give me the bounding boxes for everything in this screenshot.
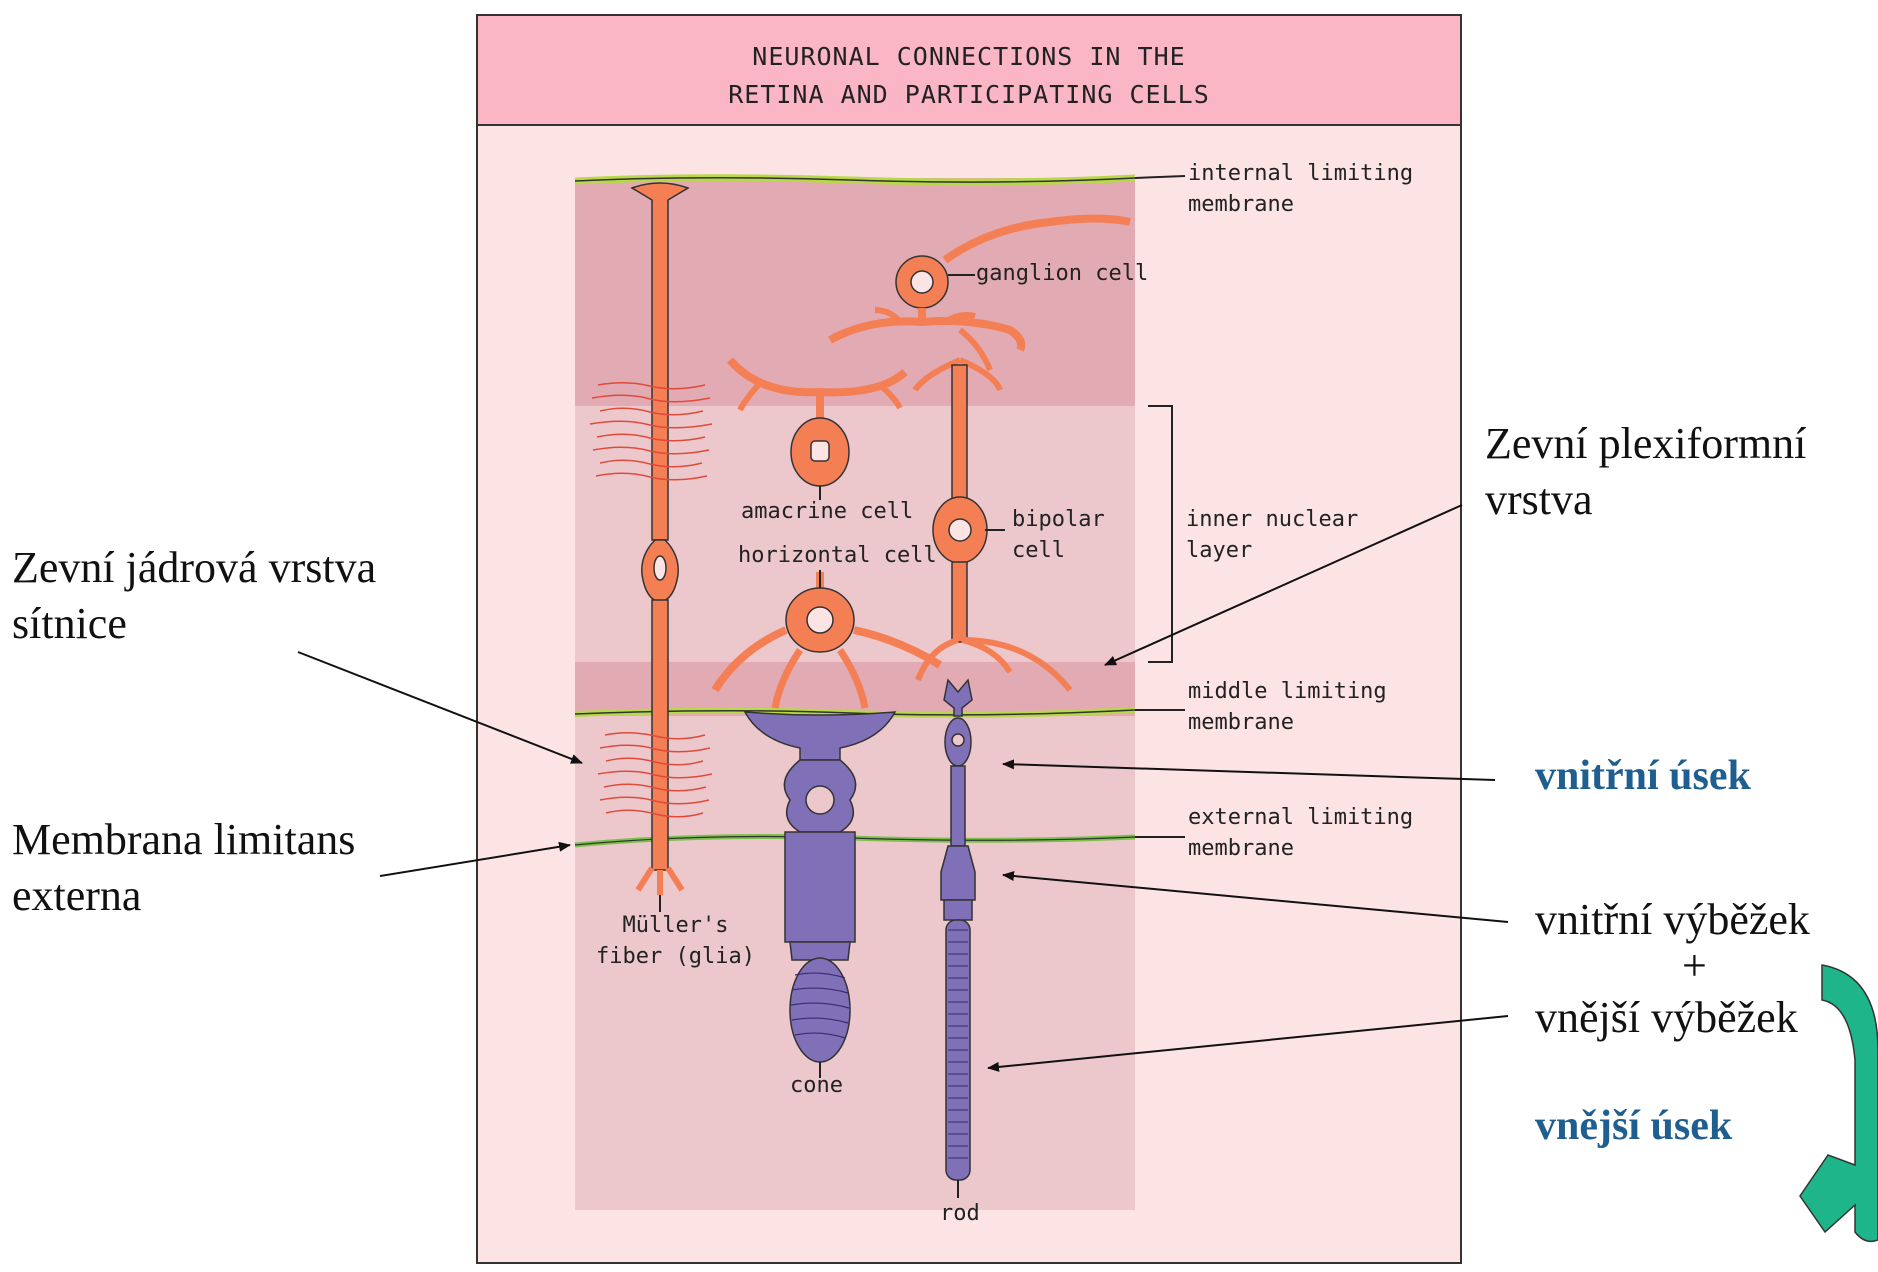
label-line: internal limiting	[1188, 161, 1414, 186]
label-line: cell	[1012, 538, 1065, 563]
label-line: middle limiting	[1188, 679, 1387, 704]
diagram-header: NEURONAL CONNECTIONS IN THE RETINA AND P…	[478, 16, 1460, 126]
annotation-line: Zevní plexiformní	[1485, 419, 1807, 468]
title-line-2: RETINA AND PARTICIPATING CELLS	[728, 80, 1210, 109]
muller-fibrils-lower	[597, 732, 713, 818]
annotation-inner-segment: vnitřní úsek	[1535, 753, 1751, 799]
arrow-inner-segment	[1002, 759, 1496, 781]
annotation-outer-process: vnější výběžek	[1535, 993, 1798, 1042]
arrow-outer-process	[987, 1015, 1509, 1072]
rod-photoreceptor	[940, 678, 976, 1181]
label-line: fiber (glia)	[596, 944, 755, 969]
label-line: membrane	[1188, 710, 1294, 735]
arrow-inner-process	[1002, 871, 1509, 923]
label-inner-nuclear-layer: inner nuclear layer	[1186, 504, 1358, 566]
label-horizontal-cell: horizontal cell	[738, 543, 937, 568]
annotation-inner-process: vnitřní výběžek	[1535, 895, 1810, 944]
label-middle-limiting-membrane: middle limiting membrane	[1188, 676, 1387, 738]
amacrine-cell	[726, 357, 908, 487]
cone-photoreceptor	[743, 711, 897, 1063]
annotation-line: Membrana limitans	[12, 815, 356, 864]
label-line: inner nuclear	[1186, 507, 1359, 532]
label-line: membrane	[1188, 192, 1294, 217]
diagram-title: NEURONAL CONNECTIONS IN THE RETINA AND P…	[478, 38, 1460, 114]
annotation-plus: +	[1682, 941, 1707, 990]
annotation-outer-plexiform: Zevní plexiformní vrstva	[1485, 416, 1806, 528]
annotation-line: sítnice	[12, 599, 127, 648]
annotation-membrana-limitans: Membrana limitans externa	[12, 812, 355, 924]
label-ganglion-cell: ganglion cell	[976, 261, 1149, 286]
label-bipolar-cell: bipolar cell	[1012, 504, 1105, 566]
annotation-line: Zevní jádrová vrstva	[12, 543, 377, 592]
label-rod: rod	[940, 1201, 980, 1226]
bipolar-cell	[912, 357, 1073, 692]
annotation-outer-segment: vnější úsek	[1535, 1103, 1733, 1149]
arrow-membrana-limitans	[379, 841, 571, 877]
label-amacrine-cell: amacrine cell	[741, 499, 914, 524]
label-muller-fiber: Müller's fiber (glia)	[596, 910, 755, 972]
curved-arrow-icon	[1799, 964, 1878, 1243]
label-line: bipolar	[1012, 507, 1105, 532]
ganglion-cell	[828, 214, 1131, 372]
muller-fibrils-upper	[589, 382, 713, 481]
label-line: external limiting	[1188, 805, 1414, 830]
annotation-outer-nuclear: Zevní jádrová vrstva sítnice	[12, 540, 376, 652]
arrow-outer-nuclear	[297, 651, 583, 764]
label-internal-limiting-membrane: internal limiting membrane	[1188, 158, 1413, 220]
annotation-line: vrstva	[1485, 475, 1593, 524]
title-line-1: NEURONAL CONNECTIONS IN THE	[752, 42, 1186, 71]
arrow-outer-plexiform	[1104, 504, 1463, 666]
label-line: layer	[1186, 538, 1253, 563]
label-external-limiting-membrane: external limiting membrane	[1188, 802, 1413, 864]
annotation-line: externa	[12, 871, 142, 920]
inner-nuclear-bracket	[1148, 405, 1173, 663]
label-cone: cone	[790, 1073, 843, 1098]
label-line: Müller's	[622, 913, 729, 938]
label-line: membrane	[1188, 836, 1294, 861]
